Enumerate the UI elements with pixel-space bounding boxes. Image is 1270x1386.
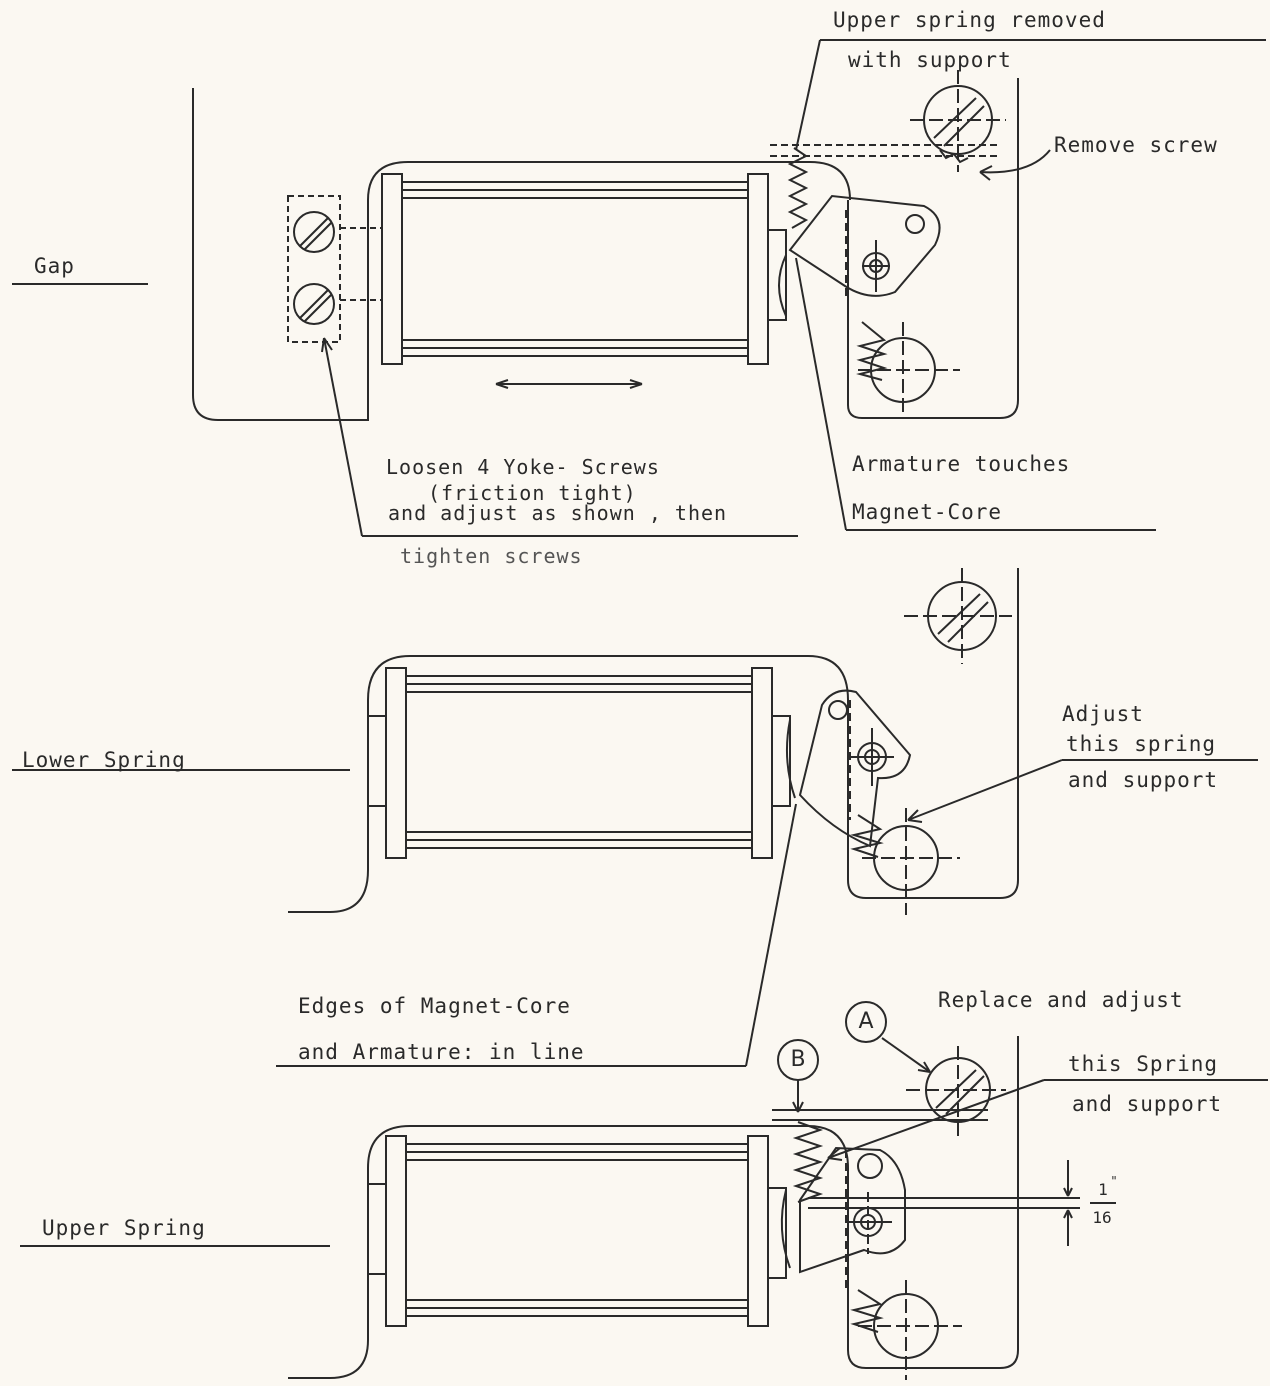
frame-outline — [192, 88, 851, 421]
fraction-unit: " — [1110, 1174, 1118, 1188]
panel-lower-spring — [12, 568, 1258, 915]
panel-gap — [12, 39, 1266, 537]
label-replace: Replace and adjust — [938, 988, 1184, 1012]
label-in-line: and Armature: in line — [298, 1040, 585, 1064]
label-magnet-core: Magnet-Core — [852, 500, 1003, 524]
label-and-support-2: and support — [1072, 1092, 1223, 1116]
fraction-numerator: 1 — [1098, 1180, 1108, 1199]
label-with-support: with support — [848, 48, 1012, 72]
label-gap: Gap — [34, 254, 75, 278]
label-friction-tight: (friction tight) — [428, 481, 637, 505]
panel-upper-spring — [20, 803, 1268, 1380]
label-upper-removed: Upper spring removed — [833, 8, 1106, 32]
upper-spring — [787, 147, 809, 229]
armature — [778, 194, 941, 317]
label-this-spring: this spring — [1066, 732, 1217, 756]
label-lower-spring: Lower Spring — [22, 748, 186, 772]
label-edges: Edges of Magnet-Core — [298, 994, 571, 1018]
fraction-denominator: 16 — [1092, 1208, 1112, 1227]
label-armature-touches: Armature touches — [852, 452, 1071, 476]
label-and-support-1: and support — [1068, 768, 1219, 792]
frame-right — [847, 78, 1019, 419]
magnet-coil — [381, 173, 787, 365]
marker-b: B — [790, 1047, 806, 1072]
label-loosen: Loosen 4 Yoke- Screws — [386, 455, 660, 479]
label-adjust: Adjust — [1062, 702, 1144, 726]
yoke-screws — [287, 195, 382, 343]
label-tighten: tighten screws — [400, 544, 583, 568]
label-adjust-then: and adjust as shown , then — [388, 501, 728, 525]
label-upper-spring: Upper Spring — [42, 1216, 206, 1240]
label-remove-screw: Remove screw — [1054, 133, 1218, 157]
label-this-spring-2: this Spring — [1068, 1052, 1219, 1076]
marker-a: A — [858, 1009, 874, 1034]
